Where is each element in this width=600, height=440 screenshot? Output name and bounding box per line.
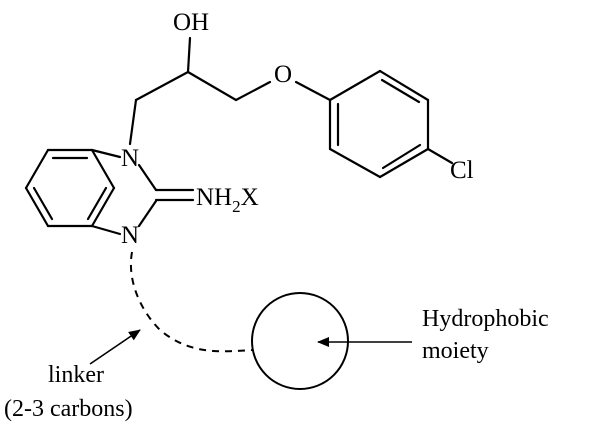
- propanol-ether-chain: [128, 36, 332, 146]
- imine-subscript-label: 2: [232, 197, 241, 216]
- imidazole-ring: [90, 148, 195, 236]
- hydrophobic-label: Hydrophobic: [422, 306, 549, 332]
- imine-group-label: NH2X: [196, 184, 259, 216]
- hydroxyl-label: OH: [173, 9, 209, 36]
- imine-counterion-label: X: [241, 184, 259, 211]
- linker-arrow: [89, 329, 141, 365]
- hydrophobic-moiety-circle: [251, 292, 349, 390]
- linker-carbons-label: (2-3 carbons): [4, 396, 133, 422]
- moiety-label: moiety: [422, 338, 489, 364]
- linker-dashed-path: [130, 251, 253, 353]
- nitrogen-bottom-label: N: [121, 222, 139, 249]
- linker-label: linker: [48, 362, 104, 388]
- imine-main-label: NH: [196, 184, 232, 211]
- ether-oxygen-label: O: [274, 61, 292, 88]
- benzo-ring: [24, 148, 116, 228]
- nitrogen-top-label: N: [121, 145, 139, 172]
- chlorophenyl-ring: [328, 69, 454, 179]
- chlorine-label: Cl: [450, 157, 474, 184]
